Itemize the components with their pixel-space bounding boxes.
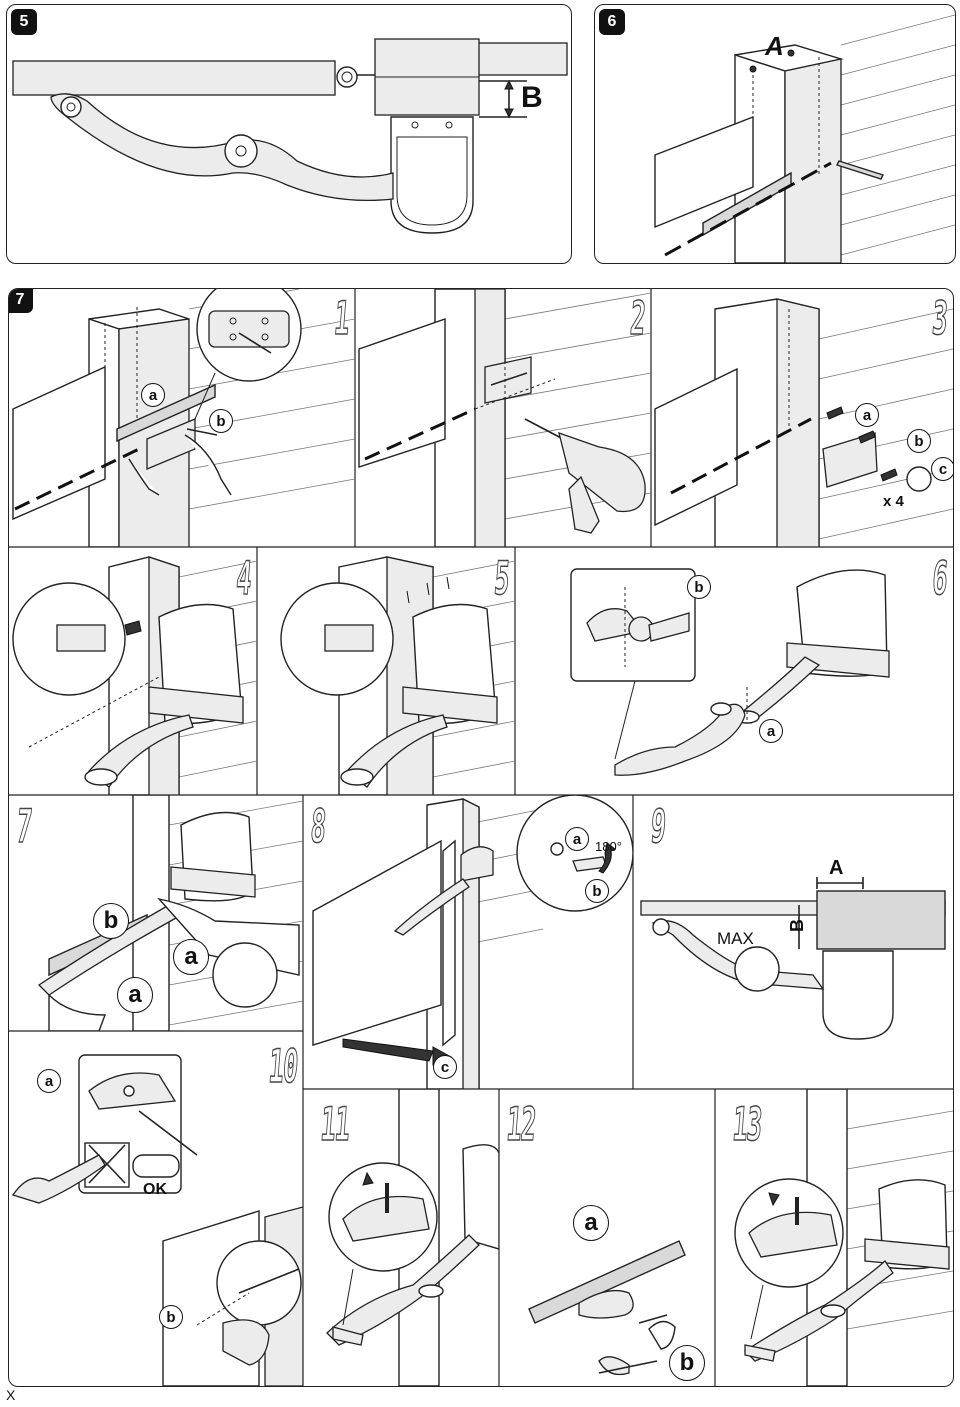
step-10-cell: 10 a b OK: [9, 1031, 303, 1386]
step-12-label-b: b: [669, 1345, 705, 1381]
step-9-label-b: B: [787, 919, 807, 932]
step-8-angle: 180°: [595, 839, 622, 854]
step-3-label-a: a: [855, 403, 879, 427]
step-2-cell: 2: [355, 289, 651, 547]
step-13-number: 13: [730, 1096, 764, 1151]
step-6-cell: 6 b a: [515, 547, 953, 795]
step-12-label-a: a: [573, 1205, 609, 1241]
figure-7-badge: 7: [9, 289, 33, 313]
step-9-max-label: MAX: [717, 929, 754, 948]
step-8-label-a: a: [565, 827, 589, 851]
step-7-cell: 7 b a a: [9, 795, 303, 1031]
step-1-label-a: a: [141, 383, 165, 407]
figure-5-panel: 5 B: [6, 4, 572, 264]
step-12-number: 12: [504, 1096, 538, 1151]
step-12-cell: 12 a b: [499, 1089, 715, 1386]
step-7-label-b: b: [93, 903, 129, 939]
step-3-quantity: x 4: [883, 493, 904, 510]
dimension-a-label: A: [765, 31, 784, 61]
step-3-cell: 3 a b c x 4: [651, 289, 953, 547]
step-6-label-b: b: [687, 575, 711, 599]
figure-5-badge: 5: [11, 9, 37, 35]
step-1-cell: 1 a b: [9, 289, 355, 547]
step-4-cell: 4: [9, 547, 257, 795]
step-7-label-a-upper: a: [173, 939, 209, 975]
step-13-cell: 13: [715, 1089, 953, 1386]
step-8-label-b: b: [585, 879, 609, 903]
figure-7-panel: 7: [8, 288, 954, 1387]
step-10-ok-label: OK: [143, 1181, 167, 1198]
figure-6-panel: 6 A: [594, 4, 956, 264]
page-footer-mark: X: [6, 1387, 16, 1403]
step-8-cell: 8 a b c 180°: [303, 795, 633, 1089]
step-8-label-c: c: [433, 1055, 457, 1079]
figure-6-illustration: [654, 14, 955, 263]
step-11-number: 11: [318, 1096, 352, 1151]
step-3-label-c: c: [931, 457, 953, 481]
step-1-label-b: b: [209, 409, 233, 433]
figure-5-illustration: [12, 38, 568, 234]
step-9-cell: 9 A B MAX: [633, 795, 953, 1089]
step-6-label-a: a: [759, 719, 783, 743]
dimension-b-label: B: [521, 81, 543, 114]
step-10-label-b: b: [159, 1305, 183, 1329]
step-5-cell: 5: [257, 547, 515, 795]
step-7-label-a-lower: a: [117, 977, 153, 1013]
step-9-label-a: A: [829, 857, 844, 879]
step-11-cell: 11: [303, 1089, 499, 1386]
step-3-label-b: b: [907, 429, 931, 453]
step-10-number: 10: [266, 1038, 300, 1093]
step-10-label-a: a: [37, 1069, 61, 1093]
figure-6-badge: 6: [599, 9, 625, 35]
